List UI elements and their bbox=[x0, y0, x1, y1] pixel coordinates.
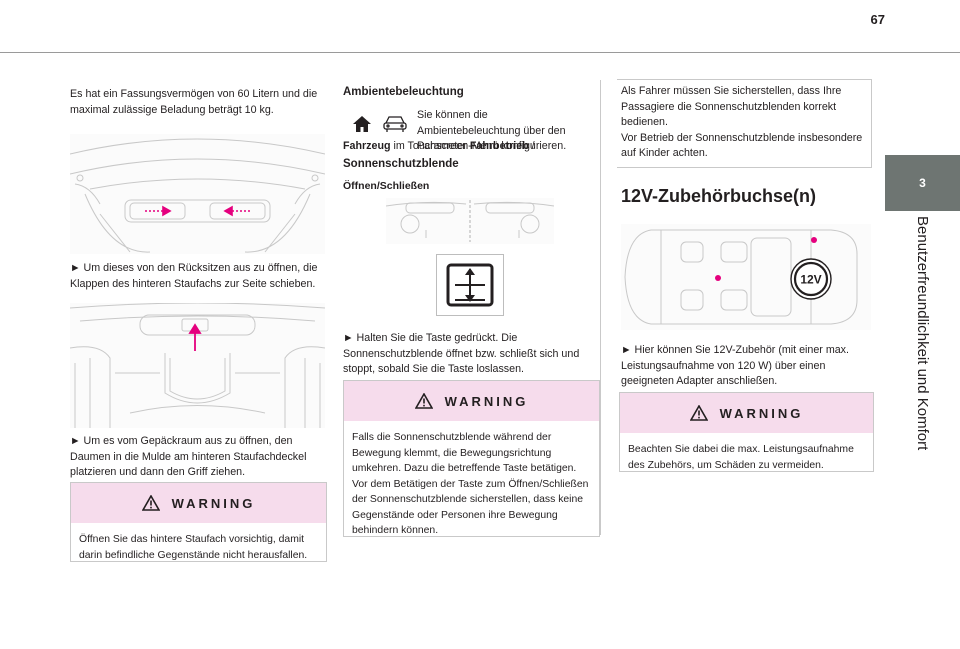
col2-warning-box: WARNING Falls die Sonnenschutzblende wäh… bbox=[343, 380, 600, 537]
sunshade-button-icon bbox=[436, 254, 504, 316]
open-close-heading: Öffnen/Schließen bbox=[343, 180, 430, 192]
vehicle-top-view-illustration: 12V bbox=[621, 224, 871, 330]
col1-step2: ► Um es vom Gepäckraum aus zu öffnen, de… bbox=[70, 435, 307, 478]
ambient-text-bottom: Fahrzeug im Touchscreen-Menü konfigurier… bbox=[343, 139, 598, 155]
ambient-heading: Ambientebeleuchtung bbox=[343, 86, 464, 98]
ambient-text-a: Sie können die Ambientebeleuchtung über … bbox=[417, 109, 566, 152]
ambient-param-2: Fahrzeug bbox=[343, 140, 391, 152]
col3-warning-box: WARNING Beachten Sie dabei die max. Leis… bbox=[619, 392, 874, 472]
chapter-title-container: Benutzerfreundlichkeit und Komfort bbox=[885, 212, 960, 452]
col1-warning-header: WARNING bbox=[71, 483, 326, 523]
sunshade-step: ► Halten Sie die Taste gedrückt. Die Son… bbox=[343, 332, 580, 375]
chapter-title: Benutzerfreundlichkeit und Komfort bbox=[914, 216, 931, 451]
col1-warning-label: WARNING bbox=[171, 495, 256, 511]
header-rule bbox=[0, 52, 960, 53]
rear-storage-trunk-illustration bbox=[69, 302, 326, 428]
col2-warning-label: WARNING bbox=[444, 393, 529, 409]
notice-p1: Als Fahrer müssen Sie sicherstellen, das… bbox=[621, 85, 842, 128]
socket-step: ► Hier können Sie 12V-Zubehör (mit einer… bbox=[621, 344, 849, 387]
ambient-separator: / bbox=[531, 140, 535, 152]
chapter-tab[interactable]: 3 bbox=[885, 155, 960, 211]
chapter-number: 3 bbox=[919, 176, 926, 190]
col2-warning-header: WARNING bbox=[344, 381, 599, 421]
col3-warning-header: WARNING bbox=[620, 393, 873, 433]
sunshade-heading: Sonnenschutzblende bbox=[343, 158, 459, 170]
home-icon bbox=[352, 115, 372, 138]
col1-intro: Es hat ein Fassungsvermögen von 60 Liter… bbox=[70, 88, 318, 116]
col3-warning-label: WARNING bbox=[719, 405, 804, 421]
warning-triangle-icon bbox=[689, 405, 708, 421]
warning-triangle-icon bbox=[141, 495, 160, 511]
warning-triangle-icon bbox=[414, 393, 433, 409]
page-number: 67 bbox=[870, 12, 885, 27]
col1-warning-box: WARNING Öffnen Sie das hintere Staufach … bbox=[70, 482, 327, 562]
notice-box: Als Fahrer müssen Sie sicherstellen, das… bbox=[621, 84, 866, 162]
col1-step1: ► Um dieses von den Rücksitzen aus zu öf… bbox=[70, 262, 318, 290]
car-icon bbox=[382, 113, 408, 138]
socket-heading: 12V-Zubehörbuchse(n) bbox=[621, 186, 817, 206]
ambient-text-b: im Touchscreen-Menü konfigurieren. bbox=[393, 140, 567, 152]
rear-storage-rear-seat-illustration bbox=[69, 134, 326, 254]
notice-bottom-rule bbox=[617, 167, 872, 168]
notice-p2: Vor Betrieb der Sonnenschutzblende insbe… bbox=[621, 131, 863, 160]
col1-warning-text: Öffnen Sie das hintere Staufach vorsicht… bbox=[79, 534, 308, 561]
sunshade-mirror-illustration bbox=[385, 198, 555, 244]
socket-12v-label: 12V bbox=[800, 273, 821, 287]
col2-right-rule bbox=[600, 80, 601, 535]
ambient-text-top: Sie können die Ambientebeleuchtung über … bbox=[417, 108, 592, 155]
notice-right-rule bbox=[871, 79, 872, 167]
col3-warning-text: Beachten Sie dabei die max. Leistungsauf… bbox=[628, 444, 854, 471]
ambient-param-1: Fahrbetrieb bbox=[469, 140, 529, 152]
notice-top-rule bbox=[617, 79, 872, 80]
col2-warning-text: Falls die Sonnenschutzblende während der… bbox=[352, 432, 589, 536]
